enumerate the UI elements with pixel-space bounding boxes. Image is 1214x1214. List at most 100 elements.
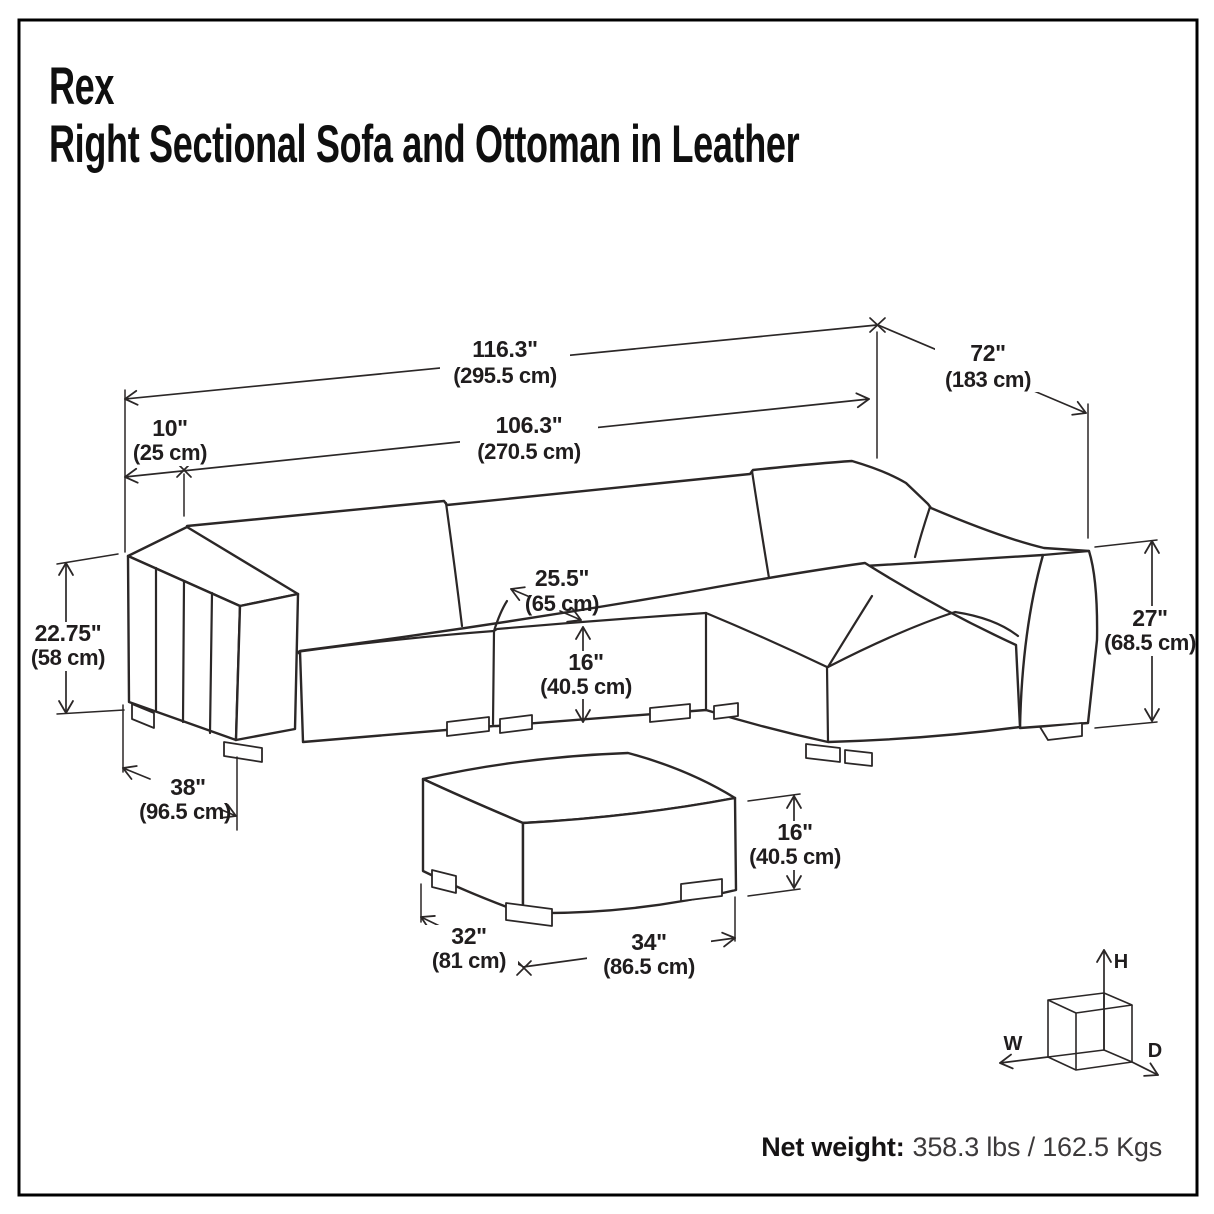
net-weight-label: Net weight: bbox=[761, 1132, 905, 1162]
depth-axis-arrow bbox=[1131, 1061, 1159, 1077]
dim-line-seat-depth bbox=[510, 586, 531, 602]
ottoman-foot bbox=[680, 878, 723, 902]
height-axis-label: H bbox=[1114, 951, 1128, 973]
sofa-drawing bbox=[126, 459, 1099, 767]
dim-back-height: 27" (68.5 cm) bbox=[1103, 605, 1196, 656]
label-mask bbox=[440, 334, 570, 388]
dim-seat-height: 16" (40.5 cm) bbox=[533, 649, 639, 699]
overall-width-cm: (295.5 cm) bbox=[453, 363, 557, 388]
dim-x-terminator bbox=[869, 317, 886, 333]
label-mask bbox=[132, 416, 210, 466]
sofa-depth-cm: (96.5 cm) bbox=[139, 799, 231, 824]
chaise-right-top-edge bbox=[826, 610, 1020, 669]
sofa-feet bbox=[131, 702, 1083, 767]
depth-axis-label: D bbox=[1148, 1040, 1162, 1062]
label-mask bbox=[460, 410, 598, 464]
label-mask bbox=[1103, 606, 1195, 656]
dim-ottoman-height: 16" (40.5 cm) bbox=[741, 819, 849, 870]
sofa-foot bbox=[446, 716, 490, 737]
ottoman-depth-inches: 32" bbox=[451, 923, 487, 949]
corner-seat-crease bbox=[826, 594, 874, 669]
ottoman-height-cm: (40.5 cm) bbox=[749, 844, 841, 869]
dim-ottoman-depth: 32" (81 cm) bbox=[420, 923, 518, 973]
overall-depth-inches: 72" bbox=[970, 340, 1006, 366]
arm-height-inches: 22.75" bbox=[35, 620, 102, 646]
extension-tick bbox=[56, 709, 125, 715]
dim-line-sofa-depth bbox=[122, 765, 151, 780]
label-mask bbox=[24, 622, 114, 671]
back-height-cm: (68.5 cm) bbox=[1104, 630, 1196, 655]
sofa-depth-inches: 38" bbox=[170, 774, 206, 800]
arm-width-cm: (25 cm) bbox=[133, 440, 207, 465]
overall-depth-cm: (183 cm) bbox=[945, 367, 1031, 392]
dim-arm-width: 10" (25 cm) bbox=[132, 415, 210, 466]
label-mask bbox=[935, 342, 1045, 392]
label-mask bbox=[420, 925, 518, 972]
label-mask bbox=[587, 931, 711, 980]
dim-sofa-depth: 38" (96.5 cm) bbox=[139, 774, 231, 824]
arm-width-inches: 10" bbox=[152, 415, 188, 441]
sofa-foot bbox=[844, 749, 873, 767]
orientation-cube-icon: H W D bbox=[999, 949, 1162, 1077]
product-subtitle: Right Sectional Sofa and Ottoman in Leat… bbox=[49, 114, 800, 174]
right-arm-top-edge bbox=[1041, 549, 1091, 557]
seat-height-cm: (40.5 cm) bbox=[540, 674, 632, 699]
overall-width-inches: 116.3" bbox=[472, 336, 537, 362]
page-title: Rex Right Sectional Sofa and Ottoman in … bbox=[49, 57, 800, 174]
product-name: Rex bbox=[49, 57, 115, 116]
dim-seat-depth: 25.5" (65 cm) bbox=[525, 565, 600, 616]
ottoman-width-cm: (86.5 cm) bbox=[603, 954, 695, 979]
dim-overall-depth: 72" (183 cm) bbox=[935, 340, 1045, 392]
seat-cushion-seam bbox=[491, 629, 496, 726]
sofa-foot bbox=[499, 714, 533, 734]
page-border bbox=[17, 18, 1199, 1197]
chaise-front-top-edge bbox=[704, 611, 829, 669]
corner-back-seam bbox=[913, 505, 932, 559]
seat-cushion-crease bbox=[492, 599, 509, 633]
interior-width-cm: (270.5 cm) bbox=[477, 439, 581, 464]
sofa-foot bbox=[805, 743, 841, 763]
sofa-foot bbox=[1039, 722, 1083, 741]
dim-arm-height: 22.75" (58 cm) bbox=[24, 620, 114, 671]
dimension-labels: 116.3" (295.5 cm) 72" (183 cm) 10" (25 c… bbox=[24, 334, 1196, 980]
cube-top-face bbox=[1047, 992, 1133, 1014]
seat-depth-cm: (65 cm) bbox=[525, 591, 599, 616]
back-cushion-seam bbox=[444, 501, 464, 628]
cube-vertical-edges bbox=[1047, 993, 1133, 1070]
extension-tick bbox=[747, 888, 801, 897]
ottoman-width-inches: 34" bbox=[631, 929, 667, 955]
ottoman-height-inches: 16" bbox=[777, 819, 813, 845]
seat-depth-inches: 25.5" bbox=[535, 565, 589, 591]
width-axis-arrow bbox=[999, 1053, 1049, 1070]
arm-channel-line bbox=[181, 579, 186, 724]
dim-x-terminator bbox=[516, 960, 532, 976]
ottoman-foot bbox=[505, 902, 553, 927]
back-height-inches: 27" bbox=[1132, 605, 1168, 631]
seat-height-inches: 16" bbox=[568, 649, 604, 675]
sofa-foot bbox=[649, 703, 691, 723]
extension-tick bbox=[1094, 539, 1158, 548]
width-axis-label: W bbox=[1004, 1033, 1023, 1055]
sofa-foot bbox=[131, 703, 155, 729]
ottoman-foot bbox=[431, 869, 457, 894]
extension-tick bbox=[747, 793, 801, 802]
seat-front-edge bbox=[294, 611, 708, 654]
left-arm bbox=[126, 525, 300, 742]
net-weight-value: 358.3 lbs / 162.5 Kgs bbox=[912, 1132, 1163, 1162]
cube-bottom-face bbox=[1047, 1049, 1133, 1071]
label-mask bbox=[533, 651, 639, 699]
net-weight: Net weight:358.3 lbs / 162.5 Kgs bbox=[761, 1132, 1162, 1163]
ottoman-drawing bbox=[421, 751, 738, 927]
ottoman-depth-cm: (81 cm) bbox=[432, 948, 506, 973]
interior-width-inches: 106.3" bbox=[496, 412, 563, 438]
extension-tick bbox=[1094, 721, 1158, 729]
dim-line-seat-depth bbox=[559, 607, 582, 623]
arm-height-cm: (58 cm) bbox=[31, 645, 105, 670]
dim-ottoman-width: 34" (86.5 cm) bbox=[587, 929, 711, 980]
chaise-corner-edge bbox=[825, 665, 830, 743]
dim-interior-width: 106.3" (270.5 cm) bbox=[460, 410, 598, 464]
ottoman-feet bbox=[431, 869, 723, 927]
sofa-foot bbox=[223, 741, 263, 763]
